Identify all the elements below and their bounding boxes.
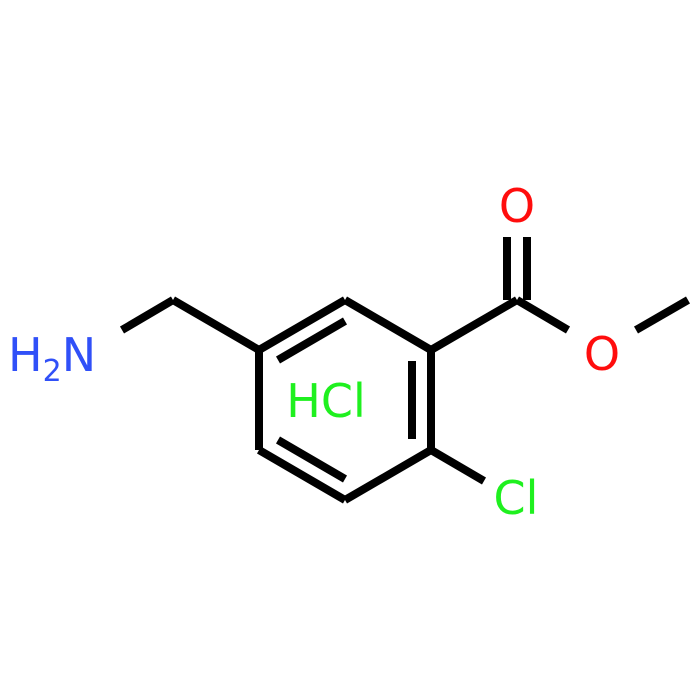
bond-ring-cl (428, 446, 487, 485)
ring-inner-bond-top (275, 317, 348, 364)
ring-inner-bond-bottom (275, 436, 348, 483)
bond-o-methyl (634, 296, 690, 334)
bond-ch2-ring (170, 296, 262, 354)
ester-oxygen-label: O (584, 327, 620, 381)
ring-bond-5 (256, 446, 348, 504)
bond-ring-carbonyl (428, 296, 520, 354)
ring-bond-1 (256, 296, 348, 354)
bond-c-o-single (514, 296, 571, 334)
carbonyl-oxygen-label: O (499, 179, 535, 233)
ring-bond-4 (342, 446, 434, 504)
bond-n-ch2 (119, 296, 176, 334)
ring-bond-2 (342, 296, 434, 354)
hcl-salt-label: HCl (286, 374, 366, 428)
amine-label: H2N (8, 328, 96, 389)
chlorine-label: Cl (494, 471, 539, 525)
